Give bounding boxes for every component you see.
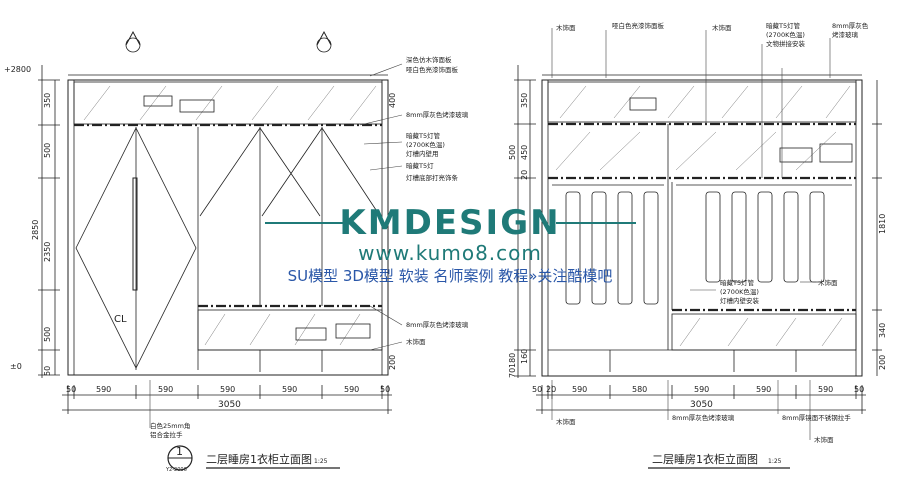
right-vdim-3: 500 [508, 145, 517, 160]
left-note-9: 8mm厚灰色烤漆玻璃 [406, 320, 469, 329]
right-elevation [514, 28, 882, 469]
left-hdim-1: 50 [66, 385, 76, 394]
garments-right [705, 191, 825, 283]
right-vdim-10: 70 [508, 368, 517, 378]
left-bottom-note-1: 白色25mm角 [150, 421, 190, 430]
right-vdim-9: 160 [520, 349, 529, 364]
left-vdim-6: 500 [43, 327, 52, 342]
left-hdim-5: 590 [282, 385, 297, 394]
left-vdim-7: 200 [388, 355, 397, 370]
centerline-symbol: CL [114, 314, 127, 325]
left-vdim-8: 50 [43, 366, 52, 376]
right-drawing-title: 二层睡房1衣柜立面图 [652, 452, 758, 466]
left-ref-sheet: Y2-2006 [165, 467, 187, 473]
right-bottom-note-3: 8mm厚镜面不锈钢拉手 [782, 413, 851, 422]
left-note-10: 木饰面 [406, 337, 426, 346]
wardrobe-outline-right [541, 79, 863, 377]
right-top-note-6: 文物拼接安装 [766, 39, 806, 48]
right-bottom-note-2: 8mm厚灰色烤漆玻璃 [672, 413, 735, 422]
left-note-4: 暗藏T5灯管 [406, 131, 441, 140]
left-note-8: 灯槽底部打亮饰条 [406, 173, 459, 182]
right-vdim-6: 340 [878, 323, 887, 338]
left-note-5: (2700K色温) [406, 140, 445, 149]
left-vdim-2: 400 [388, 93, 397, 108]
right-hdim-3: 590 [572, 385, 587, 394]
right-top-note-2: 哑白色亮漆饰面板 [612, 21, 665, 30]
left-note-1: 深色仿木饰面板 [406, 55, 452, 64]
left-note-6: 灯槽内壁用 [406, 149, 439, 158]
right-vdim-2: 450 [520, 145, 529, 160]
right-hdim-6: 590 [756, 385, 771, 394]
right-bottom-note-1: 木饰面 [556, 417, 576, 426]
left-drawing-title: 二层睡房1衣柜立面图 [206, 452, 312, 466]
right-bottom-note-4: 木饰面 [814, 435, 834, 444]
right-side-note-3: 灯槽内壁安装 [720, 296, 760, 305]
right-hdim-8: 50 [854, 385, 864, 394]
section-marker-left-2 [316, 30, 332, 53]
left-hdim-4: 590 [220, 385, 235, 394]
left-drawing-scale: 1:25 [314, 458, 328, 465]
left-note-7: 暗藏T5灯 [406, 161, 434, 170]
left-elevation: CL [38, 30, 403, 471]
section-marker-left-1 [125, 30, 141, 53]
right-total-width: 3050 [690, 400, 713, 410]
right-side-note-4: 木饰面 [818, 278, 838, 287]
right-top-note-4: 暗藏T5灯管 [766, 21, 801, 30]
garments-left [565, 191, 659, 305]
right-hdim-5: 590 [694, 385, 709, 394]
right-top-note-1: 木饰面 [556, 23, 576, 32]
right-hdim-7: 590 [818, 385, 833, 394]
left-note-3: 8mm厚灰色烤漆玻璃 [406, 110, 469, 119]
right-hdim-1: 50 [532, 385, 542, 394]
left-note-2: 哑白色亮漆饰面板 [406, 65, 459, 74]
level-bottom-label: ±0 [10, 362, 22, 371]
right-top-note-7: 8mm厚灰色 [832, 21, 869, 30]
left-hdim-2: 590 [96, 385, 111, 394]
left-vdim-5: 2850 [31, 220, 40, 240]
left-ref-number: 1 [176, 445, 183, 458]
left-hdim-7: 50 [380, 385, 390, 394]
left-vdim-3: 500 [43, 143, 52, 158]
right-vdim-7: 200 [878, 355, 887, 370]
right-hdim-4: 580 [632, 385, 647, 394]
right-vdim-5: 1810 [878, 214, 887, 234]
right-vdim-1: 350 [520, 93, 529, 108]
right-top-note-5: (2700K色温) [766, 30, 805, 39]
left-hdim-6: 590 [344, 385, 359, 394]
right-vdim-8: 180 [508, 353, 517, 368]
wardrobe-outline-left [67, 79, 389, 376]
right-top-note-8: 烤漆玻璃 [832, 30, 859, 39]
right-vdim-4: 20 [520, 170, 529, 180]
right-top-note-3: 木饰面 [712, 23, 732, 32]
left-total-width: 3050 [218, 400, 241, 410]
right-hdim-2: 20 [546, 385, 556, 394]
right-side-note-2: (2700K色温) [720, 287, 759, 296]
left-bottom-note-2: 铝合金拉手 [150, 430, 183, 439]
right-elevation-labels: 350 450 500 20 1810 340 200 180 160 70 5… [508, 21, 887, 466]
right-drawing-scale: 1:25 [768, 458, 782, 465]
right-side-note-1: 暗藏T5灯管 [720, 278, 755, 287]
left-hdim-3: 590 [158, 385, 173, 394]
left-vdim-4: 2350 [43, 242, 52, 262]
level-top-label: +2800 [4, 65, 31, 74]
left-vdim-1: 350 [43, 93, 52, 108]
left-elevation-labels: +2800 ±0 350 400 500 2350 2850 500 200 5… [4, 55, 469, 473]
